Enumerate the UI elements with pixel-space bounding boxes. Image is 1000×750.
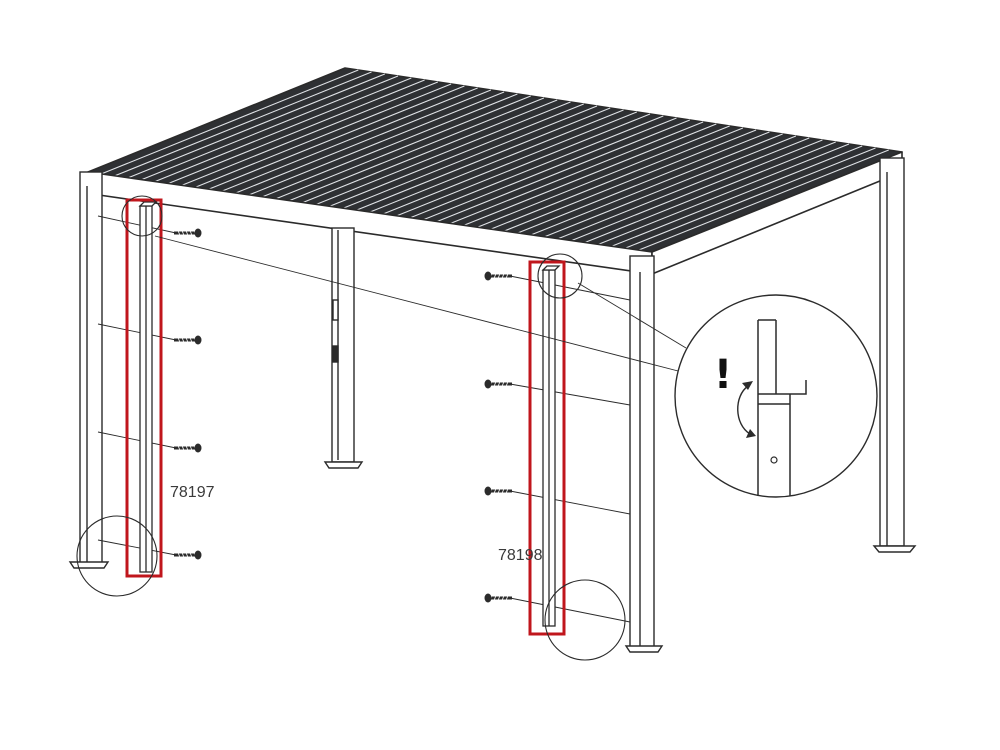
- right-post-trim: [541, 265, 561, 627]
- roof-slat: [369, 109, 624, 213]
- detail-trim-profile: [757, 319, 807, 395]
- roof-slat: [316, 101, 571, 205]
- roof-slat: [544, 135, 797, 238]
- screw-leader-line: [97, 323, 177, 341]
- roof-slat: [598, 143, 850, 245]
- rotate-arrowhead-bottom-icon: [746, 429, 756, 438]
- left-trim-highlight: [125, 198, 163, 578]
- roof-slat: [289, 97, 545, 202]
- screw-leader-line: [97, 215, 177, 234]
- part-label-78198: 78198: [498, 547, 543, 564]
- roof-slat: [410, 115, 664, 219]
- callout-circle-left-top: [121, 195, 163, 237]
- roof-slat: [275, 95, 531, 200]
- screw-icon: [484, 271, 512, 281]
- roof-slat: [624, 147, 876, 249]
- screw-leader-line: [97, 539, 177, 556]
- roof-slat: [114, 71, 372, 177]
- roof-slat: [517, 131, 770, 234]
- roof-slat: [504, 129, 757, 232]
- callout-circle-right-top: [537, 253, 583, 299]
- screw-icon: [174, 550, 202, 560]
- roof-slat: [248, 91, 505, 196]
- roof-slat: [530, 133, 783, 236]
- roof-slat: [557, 137, 810, 240]
- screw-icon: [484, 593, 512, 603]
- left-front-post: [68, 171, 110, 569]
- part-label-78197: 78197: [170, 484, 215, 501]
- detail-circle: [674, 294, 878, 498]
- roof-slat: [356, 107, 611, 211]
- right-back-post: [872, 157, 917, 553]
- roof-slat: [128, 73, 386, 179]
- warning-mark: !: [714, 352, 732, 398]
- roof-slat: [329, 103, 584, 207]
- detail-screw-hole: [770, 456, 778, 464]
- left-post-trim: [138, 201, 158, 573]
- callout-circle-right-bottom: [544, 579, 626, 661]
- rotate-arrowhead-top-icon: [742, 381, 753, 390]
- roof-slat: [235, 89, 492, 194]
- roof-slat: [262, 93, 518, 198]
- roof-slat: [490, 127, 744, 230]
- roof-slat: [208, 85, 465, 190]
- screw-leader-line: [509, 383, 631, 406]
- callout-circle-left-bottom: [76, 515, 158, 597]
- callout-circles: [76, 195, 626, 661]
- screw-icon: [484, 379, 512, 389]
- roof-slat-lines: [101, 69, 889, 251]
- roof-slat: [101, 69, 359, 175]
- screw-leader-line: [97, 431, 177, 449]
- roof-slat: [302, 99, 558, 204]
- screw-leader-line: [509, 490, 631, 515]
- roof-slat: [342, 105, 598, 209]
- roof: [87, 67, 903, 275]
- detail-view: !: [674, 294, 878, 498]
- screw-leader-line: [509, 275, 631, 301]
- screw-icon: [174, 228, 202, 238]
- screws: [97, 215, 631, 623]
- roof-slat: [396, 113, 651, 217]
- roof-slat: [450, 121, 704, 224]
- roof-slat: [181, 81, 439, 186]
- screw-icon: [174, 443, 202, 453]
- detail-post-profile: [757, 394, 791, 496]
- roof-slat: [611, 145, 863, 247]
- roof-slat: [463, 123, 717, 226]
- rotate-arrow-icon: [737, 385, 751, 435]
- roof-slat: [584, 141, 836, 244]
- roof-slat: [141, 75, 399, 181]
- roof-slat: [423, 117, 677, 221]
- screw-icon: [174, 335, 202, 345]
- roof-slat: [571, 139, 823, 242]
- roof-slat: [477, 125, 730, 228]
- roof-slat: [168, 79, 425, 184]
- roof-slat: [638, 149, 889, 251]
- roof-slat: [154, 77, 412, 183]
- leader-lines: [154, 235, 687, 373]
- roof-slat: [383, 111, 638, 215]
- roof-slat: [436, 119, 691, 223]
- back-post: [323, 227, 364, 469]
- screw-icon: [484, 486, 512, 496]
- screw-leader-line: [509, 597, 631, 623]
- roof-slat: [222, 87, 478, 192]
- roof-slat: [195, 83, 452, 188]
